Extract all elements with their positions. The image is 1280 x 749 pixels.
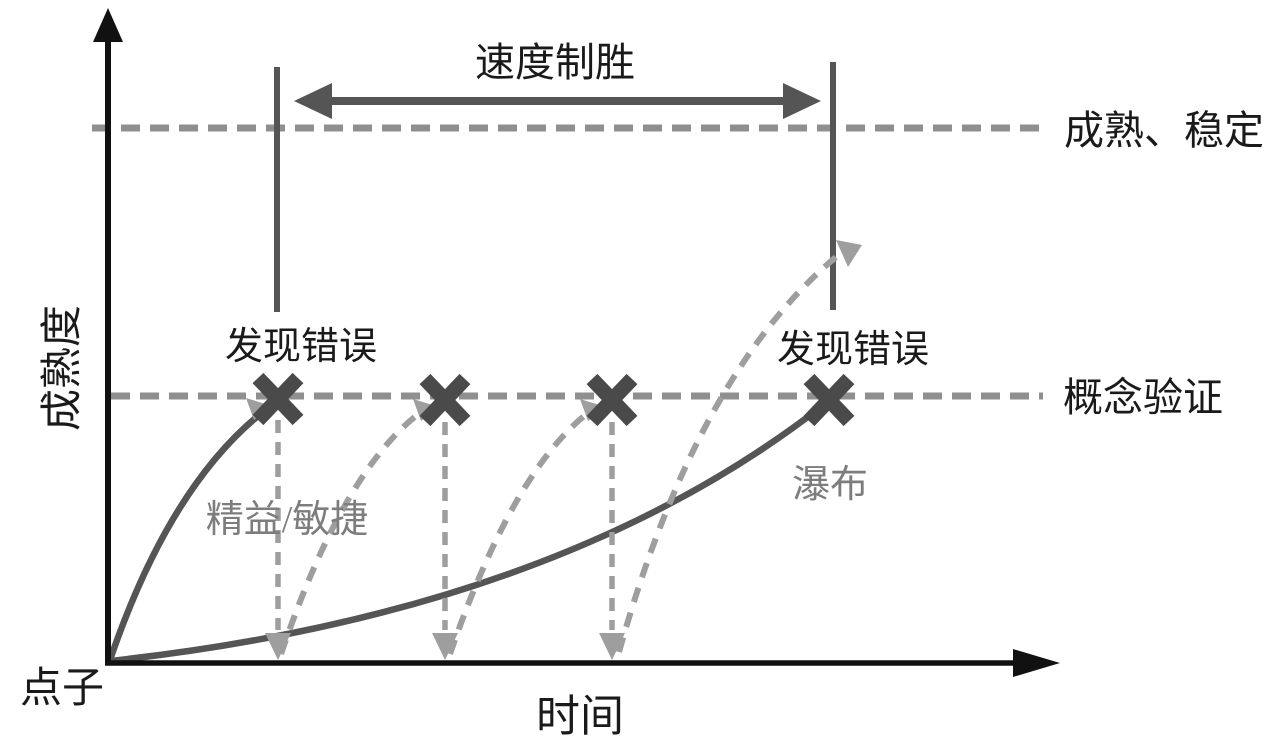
y-axis	[93, 8, 123, 665]
drop-arrowhead-2	[432, 633, 458, 660]
error-x-mark-3	[586, 373, 638, 427]
speed-wins-arrowhead-left	[294, 83, 332, 119]
iteration-curve-2	[278, 404, 430, 655]
idea-origin-label: 点子	[20, 666, 104, 712]
error-found-label-left: 发现错误	[225, 326, 377, 368]
waterfall-curve	[109, 400, 829, 665]
drop-arrow-1	[265, 420, 291, 660]
poc-label: 概念验证	[1063, 375, 1223, 420]
y-axis-arrowhead	[93, 8, 123, 42]
drop-arrowhead-3	[599, 633, 625, 660]
drop-arrowhead-1	[265, 633, 291, 660]
speed-wins-arrow	[294, 83, 821, 119]
lean-agile-curve	[106, 402, 274, 662]
time-axis-label: 时间	[536, 692, 624, 741]
error-x-mark-4	[803, 373, 855, 427]
speed-wins-label: 速度制胜	[475, 40, 635, 85]
error-x-mark-1	[252, 372, 304, 426]
maturity-axis-label: 成熟度	[40, 305, 86, 431]
drop-arrow-2	[432, 422, 458, 660]
iteration-4-down-arrowhead	[836, 240, 862, 267]
lean-agile-label: 精益/敏捷	[206, 499, 369, 541]
waterfall-label: 瀑布	[792, 464, 868, 506]
x-axis	[105, 649, 1060, 677]
error-x-mark-2	[419, 373, 471, 427]
error-found-label-right: 发现错误	[777, 329, 929, 371]
iteration-curve-3	[447, 404, 598, 655]
mature-stable-label: 成熟、稳定	[1064, 108, 1264, 153]
speed-wins-arrowhead-right	[783, 83, 821, 119]
iteration-curve-4	[616, 254, 838, 653]
x-axis-arrowhead	[1013, 649, 1060, 677]
drop-arrow-3	[599, 422, 625, 660]
